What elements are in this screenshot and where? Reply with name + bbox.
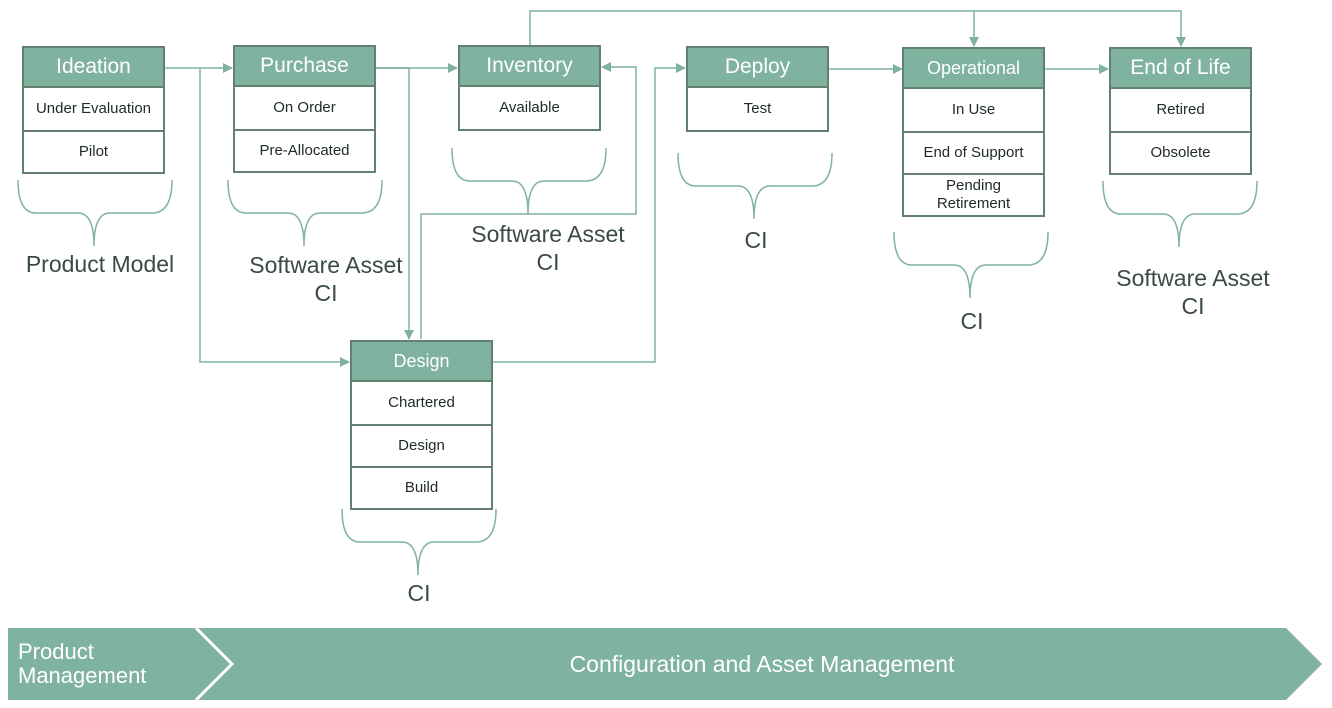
- label-line: Software Asset: [249, 252, 403, 278]
- stage-title: Deploy: [688, 48, 827, 88]
- stage-deploy: Deploy Test: [686, 46, 829, 132]
- label-line: CI: [1181, 293, 1205, 319]
- stage-item: Design: [352, 424, 491, 466]
- label-ideation: Product Model: [0, 250, 200, 278]
- label-operational: CI: [872, 307, 1072, 335]
- label-line: CI: [744, 227, 768, 253]
- label-design: CI: [319, 579, 519, 607]
- label-line: Software Asset: [1116, 265, 1270, 291]
- stage-ideation: Ideation Under Evaluation Pilot: [22, 46, 165, 174]
- bracket-ideation: [17, 179, 173, 247]
- band-product-management: [8, 628, 232, 700]
- label-line: Product Model: [25, 251, 175, 277]
- label-line: CI: [536, 249, 560, 275]
- stage-item: Pre-Allocated: [235, 129, 374, 171]
- stage-design: Design Chartered Design Build: [350, 340, 493, 510]
- bracket-design: [341, 508, 497, 576]
- stage-title: Ideation: [24, 48, 163, 88]
- stage-title: End of Life: [1111, 49, 1250, 89]
- stage-item: Test: [743, 100, 772, 117]
- arrow-design-deploy: [492, 63, 686, 363]
- stage-title: Design: [352, 342, 491, 382]
- label-line: Software Asset: [471, 221, 625, 247]
- stage-item: Chartered: [388, 394, 455, 411]
- label-line: CI: [960, 308, 984, 334]
- stage-end-of-life: End of Life Retired Obsolete: [1109, 47, 1252, 175]
- bracket-eol: [1102, 180, 1258, 248]
- stage-purchase: Purchase On Order Pre-Allocated: [233, 45, 376, 173]
- band-config-asset-label: Configuration and Asset Management: [569, 651, 955, 677]
- stage-item: Retired: [1156, 101, 1205, 118]
- band-line: Management: [18, 663, 147, 688]
- stage-item: Available: [499, 99, 560, 116]
- label-inventory: Software Asset CI: [448, 220, 648, 276]
- bracket-inventory: [451, 147, 607, 215]
- label-deploy: CI: [656, 226, 856, 254]
- band-line: Product: [18, 639, 94, 664]
- band-divider: [194, 626, 235, 702]
- stage-item: Pending Retirement: [904, 173, 1043, 215]
- stage-item: On Order: [273, 99, 336, 116]
- band-config-asset: [196, 628, 1322, 700]
- stage-inventory: Inventory Available: [458, 45, 601, 131]
- brackets: [17, 147, 1258, 576]
- arrow-design-inventory: [420, 62, 637, 339]
- stage-item: End of Support: [904, 131, 1043, 173]
- bracket-operational: [893, 231, 1049, 299]
- connectors: [165, 10, 1186, 367]
- label-line: CI: [407, 580, 431, 606]
- stage-title: Operational: [904, 49, 1043, 89]
- stage-title: Purchase: [235, 47, 374, 87]
- stage-item: Build: [352, 466, 491, 508]
- stage-item: Pilot: [24, 130, 163, 172]
- stage-operational: Operational In Use End of Support Pendin…: [902, 47, 1045, 217]
- stage-title: Inventory: [460, 47, 599, 87]
- label-line: CI: [314, 280, 338, 306]
- stage-item: Under Evaluation: [35, 100, 152, 117]
- stage-item: In Use: [951, 101, 996, 118]
- bottom-band: [8, 626, 1322, 702]
- arrow-purchase-design: [376, 67, 414, 340]
- arrow-inventory-eol: [974, 10, 1186, 47]
- label-end-of-life: Software Asset CI: [1093, 264, 1293, 320]
- arrow-ideation-design: [199, 68, 350, 367]
- band-product-management-label: Product Management: [18, 640, 146, 688]
- stage-item: Obsolete: [1111, 131, 1250, 173]
- bracket-purchase: [227, 179, 383, 247]
- bracket-deploy: [677, 152, 833, 220]
- label-purchase: Software Asset CI: [226, 251, 426, 307]
- arrow-inventory-operational: [529, 10, 979, 47]
